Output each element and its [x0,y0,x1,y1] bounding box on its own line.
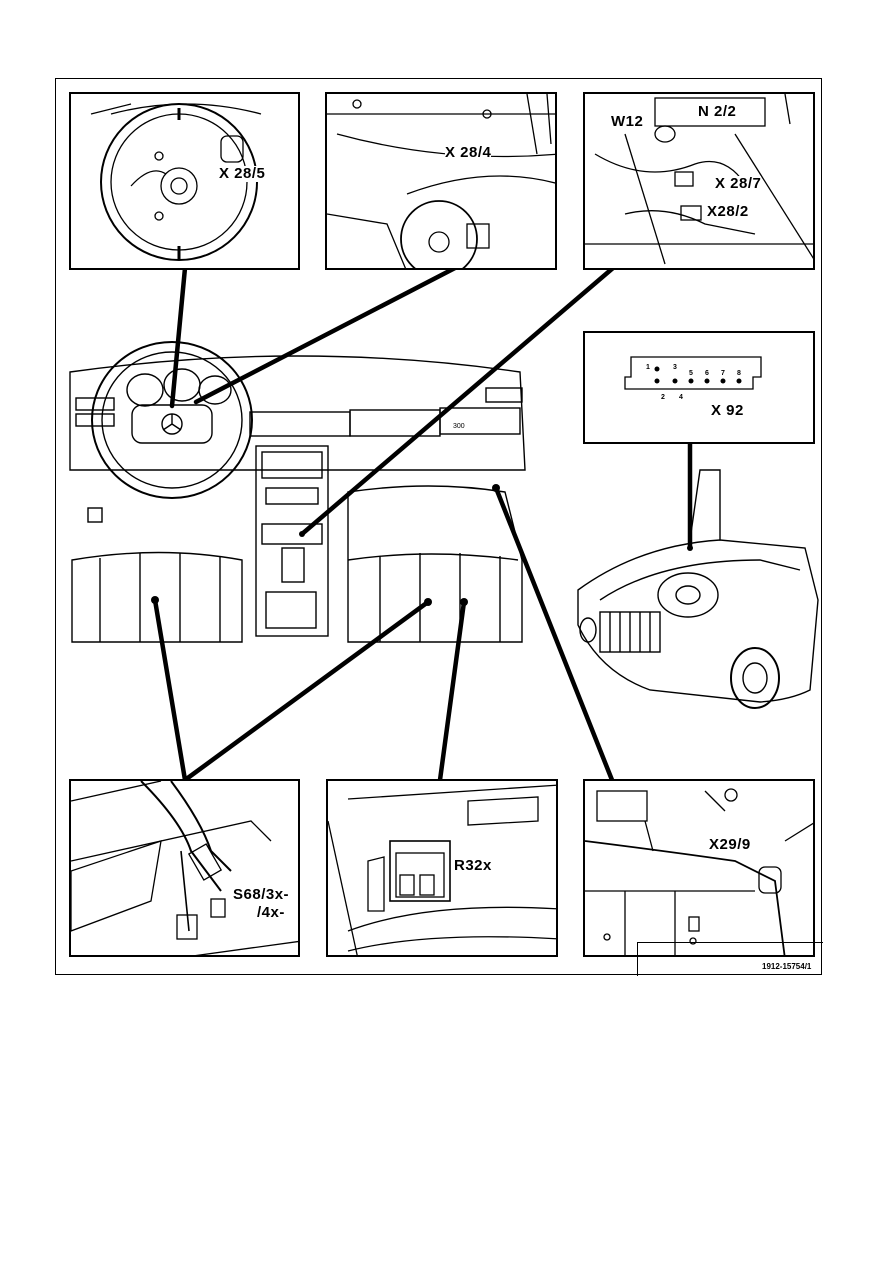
driver-seat [71,551,243,643]
label-n2-2: N 2/2 [698,103,737,120]
panel-x28-5: X 28/5 [69,92,300,270]
x92-pin-4: 4 [679,394,683,401]
x92-pin-1: 1 [646,364,650,371]
center-console [255,445,329,637]
x92-pin-5: 5 [689,370,693,377]
leader-s68-a [152,597,188,783]
leader-r32x [437,599,467,783]
leader-x28-4 [193,265,458,405]
panel-x92: 1 3 2 4 5 6 7 8 X 92 [583,331,815,444]
label-x28-4: X 28/4 [445,144,492,161]
label-x28-5: X 28/5 [219,165,266,182]
gauge-left [126,373,164,407]
label-x92: X 92 [711,402,744,419]
right-vent [439,407,521,435]
dashboard-outline [69,355,526,471]
reference-code: 1912-15754/1 [762,962,812,971]
panel-r32x: R32x [326,779,558,957]
gauge-right [198,375,232,405]
leader-x28-5 [169,265,188,409]
radio-unit [265,487,319,505]
panel-x29-9: X29/9 [583,779,815,957]
leader-s68-b [182,599,431,783]
x92-pin-2: 2 [661,394,665,401]
x92-pin-7: 7 [721,370,725,377]
gear-selector [281,547,305,583]
reference-code-box [637,942,823,976]
label-s68-line2: /4x- [257,904,285,921]
headlight [579,617,597,643]
dash-badge-text: 300 [453,423,465,430]
panel-x28-7-x28-2: N 2/2 W12 X 28/7 X28/2 [583,92,815,270]
steering-wheel-inner [101,351,243,489]
label-x28-2: X28/2 [707,203,749,220]
label-x28-7: X 28/7 [715,175,762,192]
leader-x29-9 [493,485,615,783]
panel-x28-4: X 28/4 [325,92,557,270]
leader-x28-7 [299,265,616,537]
front-wheel [730,647,780,709]
panel-s68: S68/3x- /4x- [69,779,300,957]
x92-pin-8: 8 [737,370,741,377]
lower-switch-panel [265,591,317,629]
label-x29-9: X29/9 [709,836,751,853]
steering-wheel-rim [91,341,253,499]
label-s68-line1: S68/3x- [233,886,290,903]
air-cleaner [657,572,719,618]
label-w12: W12 [611,113,644,130]
x92-pin-6: 6 [705,370,709,377]
hood-edge [599,559,801,601]
x92-pin-3: 3 [673,364,677,371]
car-body-outline [577,539,819,703]
diagram-frame [55,78,822,975]
label-r32x: R32x [454,857,492,874]
x92-connector-outline [624,356,762,390]
